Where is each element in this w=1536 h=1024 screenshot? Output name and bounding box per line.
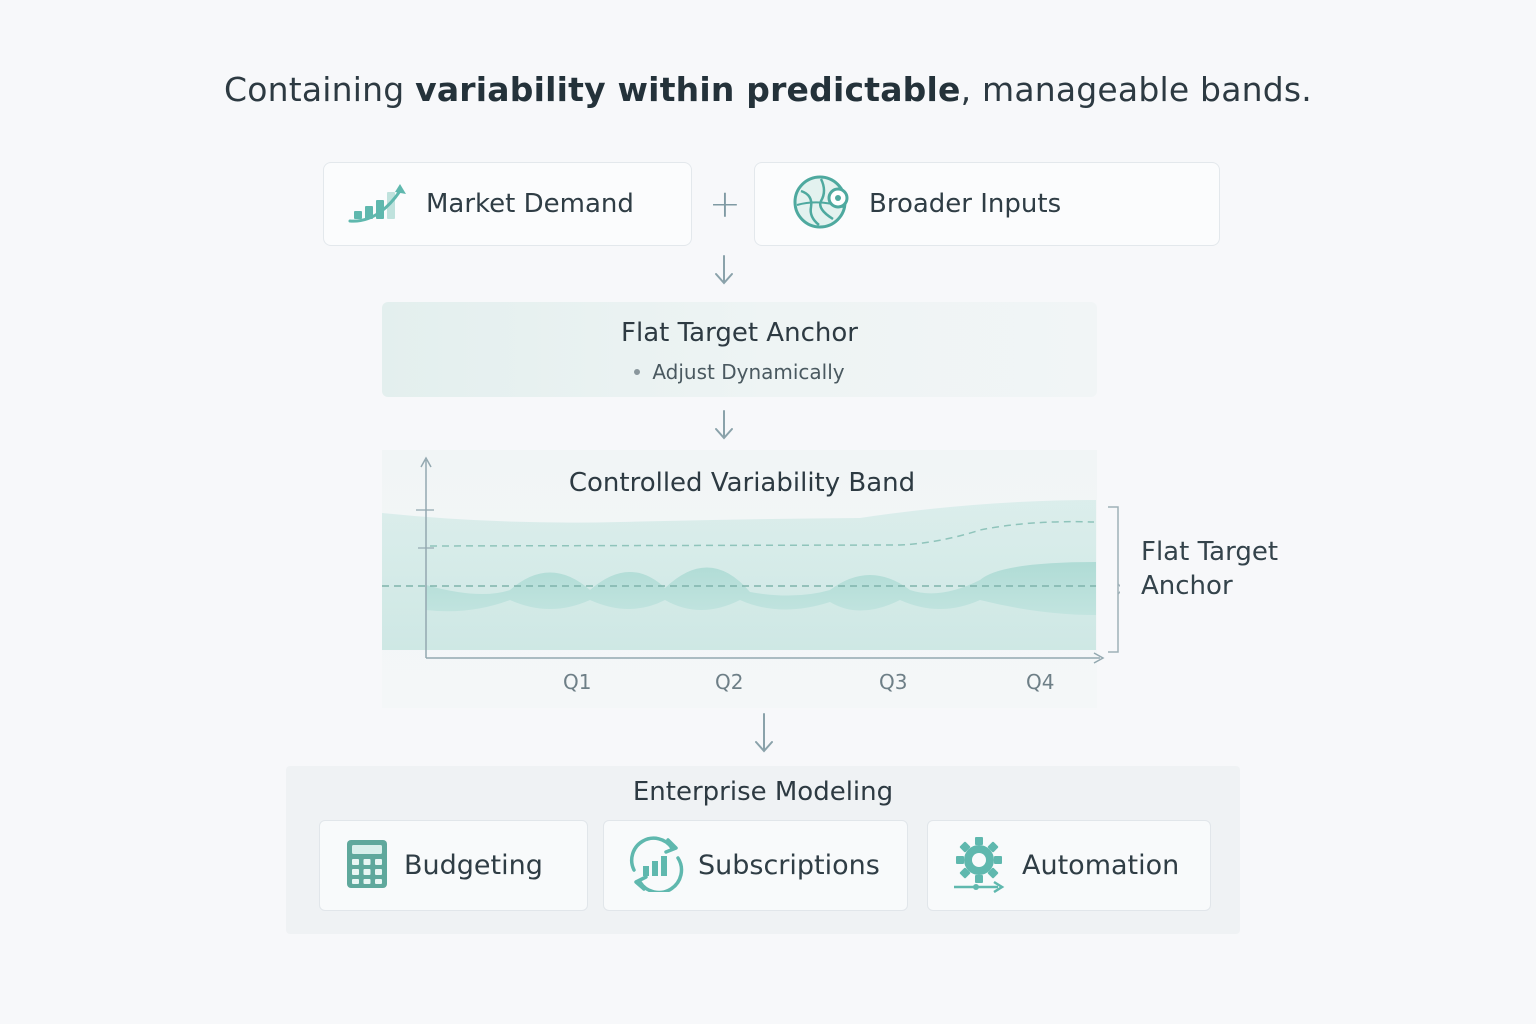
- rising-bar-chart-icon: [348, 179, 410, 229]
- inner-wave-area: [426, 562, 1096, 615]
- bullet-dot-icon: [634, 368, 641, 375]
- budgeting-tile[interactable]: Budgeting: [319, 820, 588, 911]
- budgeting-label: Budgeting: [404, 850, 543, 881]
- flat-target-anchor-box: Flat Target Anchor Adjust Dynamically: [382, 302, 1097, 397]
- subscriptions-label: Subscriptions: [698, 850, 880, 881]
- x-tick-q4: Q4: [1026, 670, 1055, 694]
- band-chart-title: Controlled Variability Band: [568, 468, 916, 498]
- anchor-bullet: Adjust Dynamically: [382, 360, 1097, 384]
- calculator-icon: [346, 839, 388, 893]
- automation-label: Automation: [1022, 850, 1180, 881]
- headline-prefix: Containing: [224, 70, 416, 109]
- plus-operator: +: [709, 182, 741, 226]
- down-arrow-icon: [712, 254, 736, 286]
- market-demand-card[interactable]: Market Demand: [323, 162, 692, 246]
- headline-suffix: , manageable bands.: [960, 70, 1312, 109]
- variability-band-chart: [382, 456, 1120, 664]
- enterprise-title: Enterprise Modeling: [632, 777, 894, 807]
- market-demand-label: Market Demand: [426, 189, 634, 219]
- page-headline: Containing variability within predictabl…: [0, 70, 1536, 109]
- anchor-title: Flat Target Anchor: [621, 318, 858, 348]
- broader-inputs-label: Broader Inputs: [869, 189, 1062, 219]
- gear-automation-icon: [952, 835, 1006, 897]
- side-anchor-label: Flat Target Anchor: [1141, 535, 1278, 603]
- side-label-line2: Anchor: [1141, 571, 1233, 601]
- subscriptions-tile[interactable]: Subscriptions: [603, 820, 908, 911]
- anchor-bullet-text: Adjust Dynamically: [652, 360, 845, 384]
- automation-tile[interactable]: Automation: [927, 820, 1211, 911]
- headline-emphasis: variability within predictable: [415, 70, 961, 109]
- globe-pin-icon: [791, 173, 855, 235]
- upper-dashed-line: [429, 520, 1095, 547]
- outer-band-area: [382, 500, 1096, 650]
- down-arrow-icon: [752, 712, 776, 754]
- x-tick-q2: Q2: [715, 670, 744, 694]
- x-tick-q1: Q1: [563, 670, 592, 694]
- broader-inputs-card[interactable]: Broader Inputs: [754, 162, 1220, 246]
- side-bracket: [1108, 506, 1119, 653]
- x-tick-q3: Q3: [879, 670, 908, 694]
- side-label-line1: Flat Target: [1141, 537, 1279, 567]
- recurring-chart-icon: [626, 836, 686, 896]
- down-arrow-icon: [712, 409, 736, 441]
